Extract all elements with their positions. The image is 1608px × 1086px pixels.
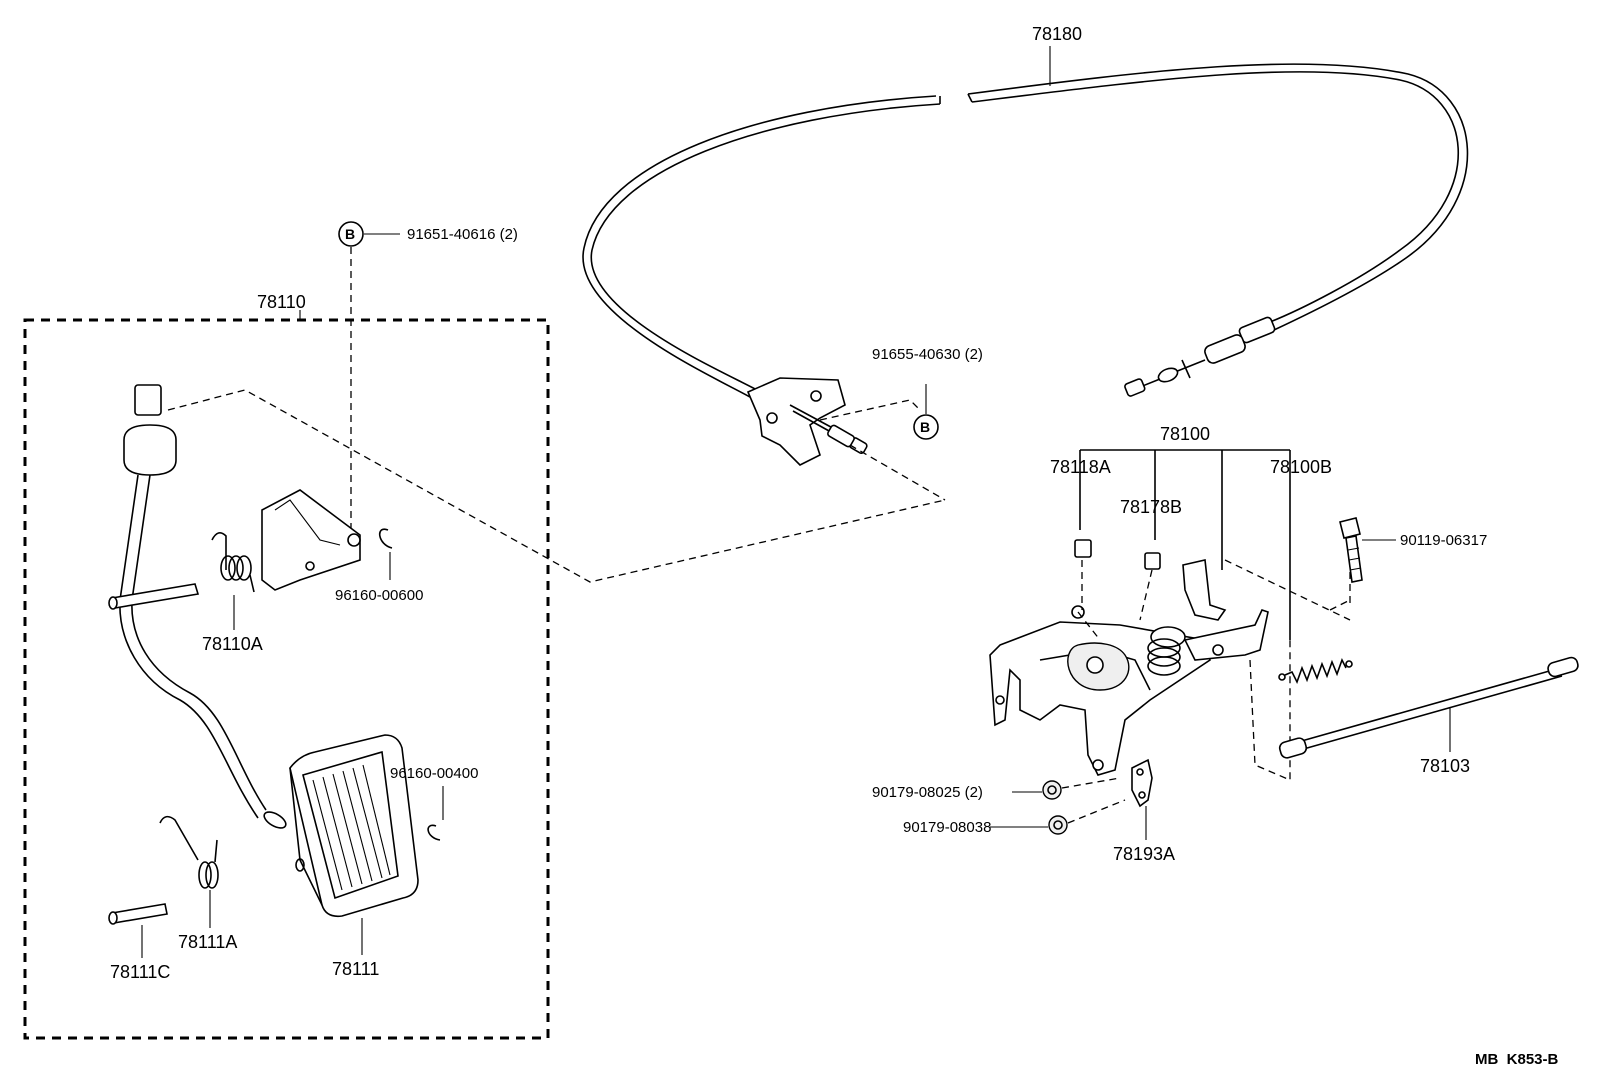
label-pedal-spring: 78110A — [202, 634, 263, 654]
bracket-78193a — [1131, 758, 1153, 808]
label-bolt-right: 90119-06317 — [1400, 532, 1487, 549]
pedal-arm — [119, 384, 287, 829]
pedal-spring — [211, 532, 255, 593]
label-bolt-b-top: 91651-40616 (2) — [407, 226, 518, 243]
pedal-bracket — [261, 489, 361, 591]
pad-pin — [108, 903, 168, 925]
reference-code: MB K853-B — [1475, 1051, 1559, 1068]
rod — [1278, 656, 1579, 759]
nut-a — [1042, 780, 1062, 800]
pedal-pad — [289, 734, 419, 918]
accelerator-cable — [582, 63, 1469, 466]
label-pad-spring: 78111A — [178, 932, 237, 952]
label-pedal-pad: 78111 — [332, 959, 379, 979]
label-pad-pin: 78111C — [110, 962, 170, 982]
label-link-assy: 78100 — [1160, 424, 1210, 444]
label-78118a: 78118A — [1050, 457, 1111, 477]
label-78100b: 78100B — [1270, 457, 1332, 477]
link-assembly — [989, 559, 1269, 776]
label-bracket: 78193A — [1113, 844, 1175, 864]
svg-text:B: B — [345, 226, 355, 242]
label-pedal-assy: 78110 — [257, 292, 306, 312]
label-78178b: 78178B — [1120, 497, 1182, 517]
pedal-assembly-boundary — [23, 318, 550, 1040]
clip-lower — [427, 824, 441, 841]
label-bolt-b-mid: 91655-40630 (2) — [872, 346, 983, 363]
nut-b — [1048, 815, 1068, 835]
part-78178b-block — [1144, 552, 1161, 570]
callout-b-top: B — [338, 221, 364, 247]
label-cable: 78180 — [1032, 24, 1082, 44]
clip-upper — [379, 528, 393, 549]
return-spring — [1278, 657, 1353, 685]
pad-spring — [159, 815, 219, 889]
callout-b-mid: B — [913, 414, 939, 440]
pedal-shaft — [108, 583, 200, 610]
bolt-right — [1339, 517, 1363, 583]
label-clip-upper: 96160-00600 — [335, 587, 423, 604]
svg-text:B: B — [920, 419, 930, 435]
label-nut-a: 90179-08025 (2) — [872, 784, 983, 801]
part-78118a-block — [1074, 539, 1092, 558]
label-clip-lower: 96160-00400 — [390, 765, 478, 782]
label-nut-b: 90179-08038 — [903, 819, 991, 836]
label-rod: 78103 — [1420, 756, 1470, 776]
